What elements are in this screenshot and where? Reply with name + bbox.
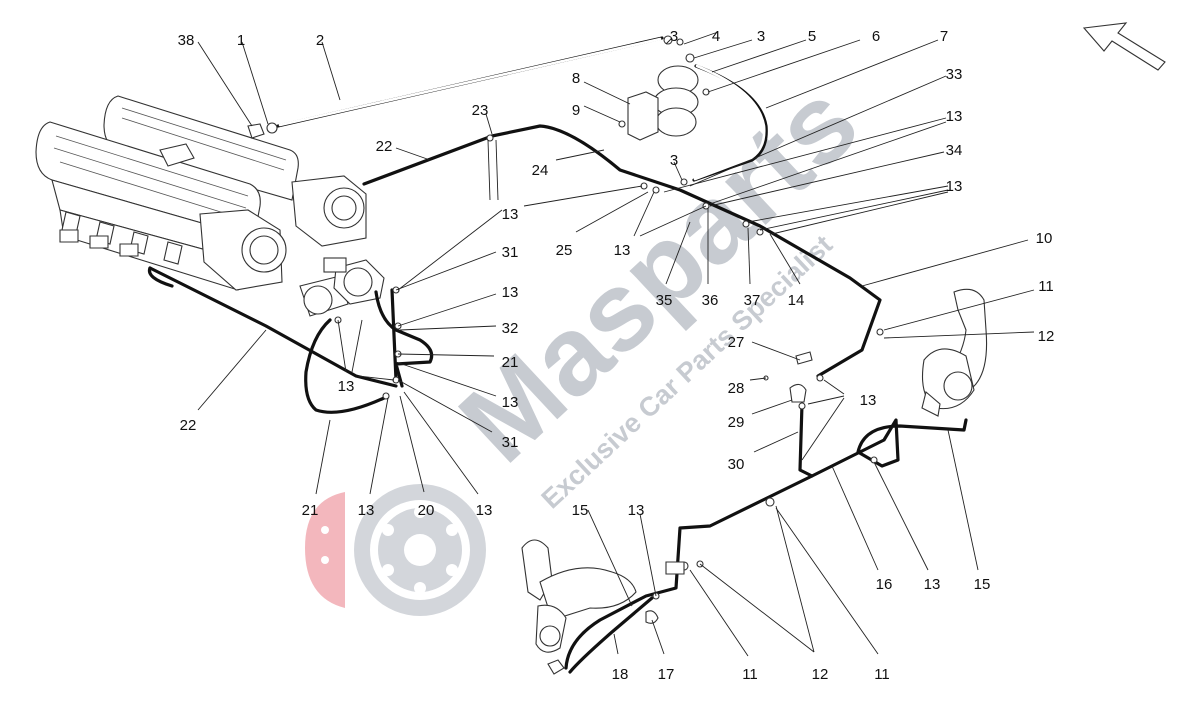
brake-disc-logo-icon (305, 484, 486, 616)
callout-label: 7 (940, 28, 948, 45)
callout-label: 23 (472, 102, 489, 119)
callout-label: 12 (812, 666, 829, 683)
callout-label: 13 (860, 392, 877, 409)
callout-label: 6 (872, 28, 880, 45)
callout-label: 12 (1038, 328, 1055, 345)
callout-label: 13 (628, 502, 645, 519)
callout-label: 13 (502, 284, 519, 301)
callout-label: 8 (572, 70, 580, 87)
engine-assembly (35, 95, 367, 291)
callout-label: 13 (946, 178, 963, 195)
callout-label: 31 (502, 244, 519, 261)
callout-label: 37 (744, 292, 761, 309)
callout-label: 18 (612, 666, 629, 683)
callout-label: 11 (1038, 278, 1054, 295)
callout-label: 13 (476, 502, 493, 519)
callout-label: 3 (670, 28, 678, 45)
callout-label: 13 (946, 108, 963, 125)
callout-label: 22 (376, 138, 393, 155)
turbocharger-right (921, 288, 988, 417)
callout-label: 1 (237, 32, 245, 49)
callout-label: 13 (338, 378, 355, 395)
callout-label: 24 (532, 162, 549, 179)
callout-label: 13 (502, 394, 519, 411)
callout-label: 20 (418, 502, 435, 519)
arrow-up-left-icon (1082, 22, 1166, 71)
callout-label: 25 (556, 242, 573, 259)
callout-label: 15 (572, 502, 589, 519)
callout-label: 5 (808, 28, 816, 45)
callout-label: 33 (946, 66, 963, 83)
callout-label: 32 (502, 320, 519, 337)
callout-label: 28 (728, 380, 745, 397)
vacuum-valve-group (299, 257, 385, 317)
callout-label: 13 (614, 242, 631, 259)
callout-label: 29 (728, 414, 745, 431)
callout-label: 17 (658, 666, 675, 683)
callout-label: 9 (572, 102, 580, 119)
callout-label: 13 (358, 502, 375, 519)
vacuum-reservoir (618, 65, 710, 141)
callout-label: 16 (876, 576, 893, 593)
callout-label: 4 (712, 28, 720, 45)
callout-label: 11 (742, 666, 758, 683)
callout-label: 35 (656, 292, 673, 309)
callout-label: 11 (874, 666, 890, 683)
callout-label: 21 (502, 354, 519, 371)
callout-label: 34 (946, 142, 963, 159)
callout-label: 30 (728, 456, 745, 473)
callout-label: 15 (974, 576, 991, 593)
turbocharger-lower (521, 539, 659, 675)
callout-label: 2 (316, 32, 324, 49)
callout-label: 13 (502, 206, 519, 223)
callout-label: 38 (178, 32, 195, 49)
vacuum-hoses (147, 36, 968, 674)
callout-label: 21 (302, 502, 319, 519)
callout-label: 3 (757, 28, 765, 45)
callout-label: 22 (180, 417, 197, 434)
callout-label: 14 (788, 292, 805, 309)
leader-lines (197, 31, 1035, 657)
callout-label: 13 (924, 576, 941, 593)
callout-label: 10 (1036, 230, 1053, 247)
callout-label: 31 (502, 434, 519, 451)
callout-label: 3 (670, 152, 678, 169)
callout-label: 36 (702, 292, 719, 309)
callout-label: 27 (728, 334, 745, 351)
